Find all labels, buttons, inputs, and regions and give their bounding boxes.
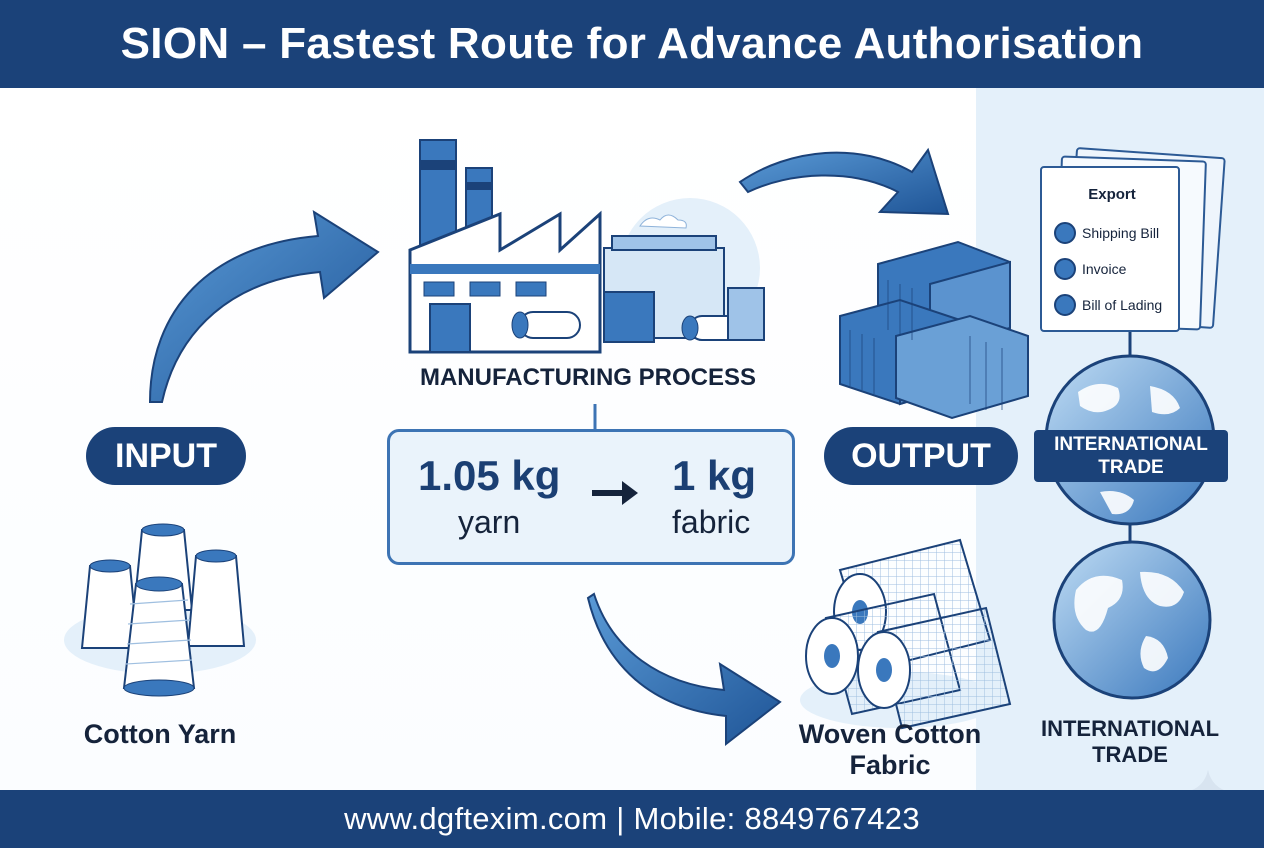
doc-item-label: Invoice [1082,261,1127,277]
arrow-right-icon [592,481,638,505]
conversion-ratio-box: 1.05 kg yarn 1 kg fabric [387,429,795,565]
curved-arrow-input-icon [148,209,380,403]
output-item-label: Woven Cotton Fabric [798,719,982,780]
output-unit: fabric [672,504,751,540]
trade-label: INTERNATIONAL TRADE [1040,716,1220,767]
truck-icon [1054,222,1076,244]
export-document-title: Export [1088,186,1136,203]
doc-item-label: Shipping Bill [1082,225,1160,241]
cotton-yarn-icon [64,523,256,697]
factory-icon [408,139,765,354]
invoice-icon [1054,258,1076,280]
shipping-containers-icon [839,240,1029,420]
input-item-label: Cotton Yarn [83,719,237,749]
input-quantity: 1.05 kg [418,452,561,499]
input-unit: yarn [458,504,521,540]
input-badge: INPUT [86,427,246,485]
woven-fabric-icon [800,538,1012,730]
title-banner: SION – Fastest Route for Advance Authori… [0,0,1264,88]
export-document: Export Shipping Bill Invoice Bill of Lad… [1040,166,1180,332]
checklist-icon [1054,294,1076,316]
doc-item-shipping-bill: Shipping Bill [1054,222,1159,244]
curved-arrow-output-icon [586,592,782,747]
curved-arrow-export-icon [738,147,950,216]
doc-item-label: Bill of Lading [1082,297,1163,313]
output-quantity: 1 kg [672,452,757,499]
output-badge: OUTPUT [824,427,1018,485]
page-title: SION – Fastest Route for Advance Authori… [120,19,1144,68]
doc-item-invoice: Invoice [1054,258,1126,280]
globe-trade-label: INTERNATIONAL TRADE [1034,430,1228,482]
footer-banner: www.dgftexim.com | Mobile: 8849767423 [0,790,1264,848]
globe-bottom-icon [1052,540,1212,700]
process-label: MANUFACTURING PROCESS [419,364,756,391]
doc-item-bill-of-lading: Bill of Lading [1054,294,1162,316]
contact-info: www.dgftexim.com | Mobile: 8849767423 [344,801,920,836]
